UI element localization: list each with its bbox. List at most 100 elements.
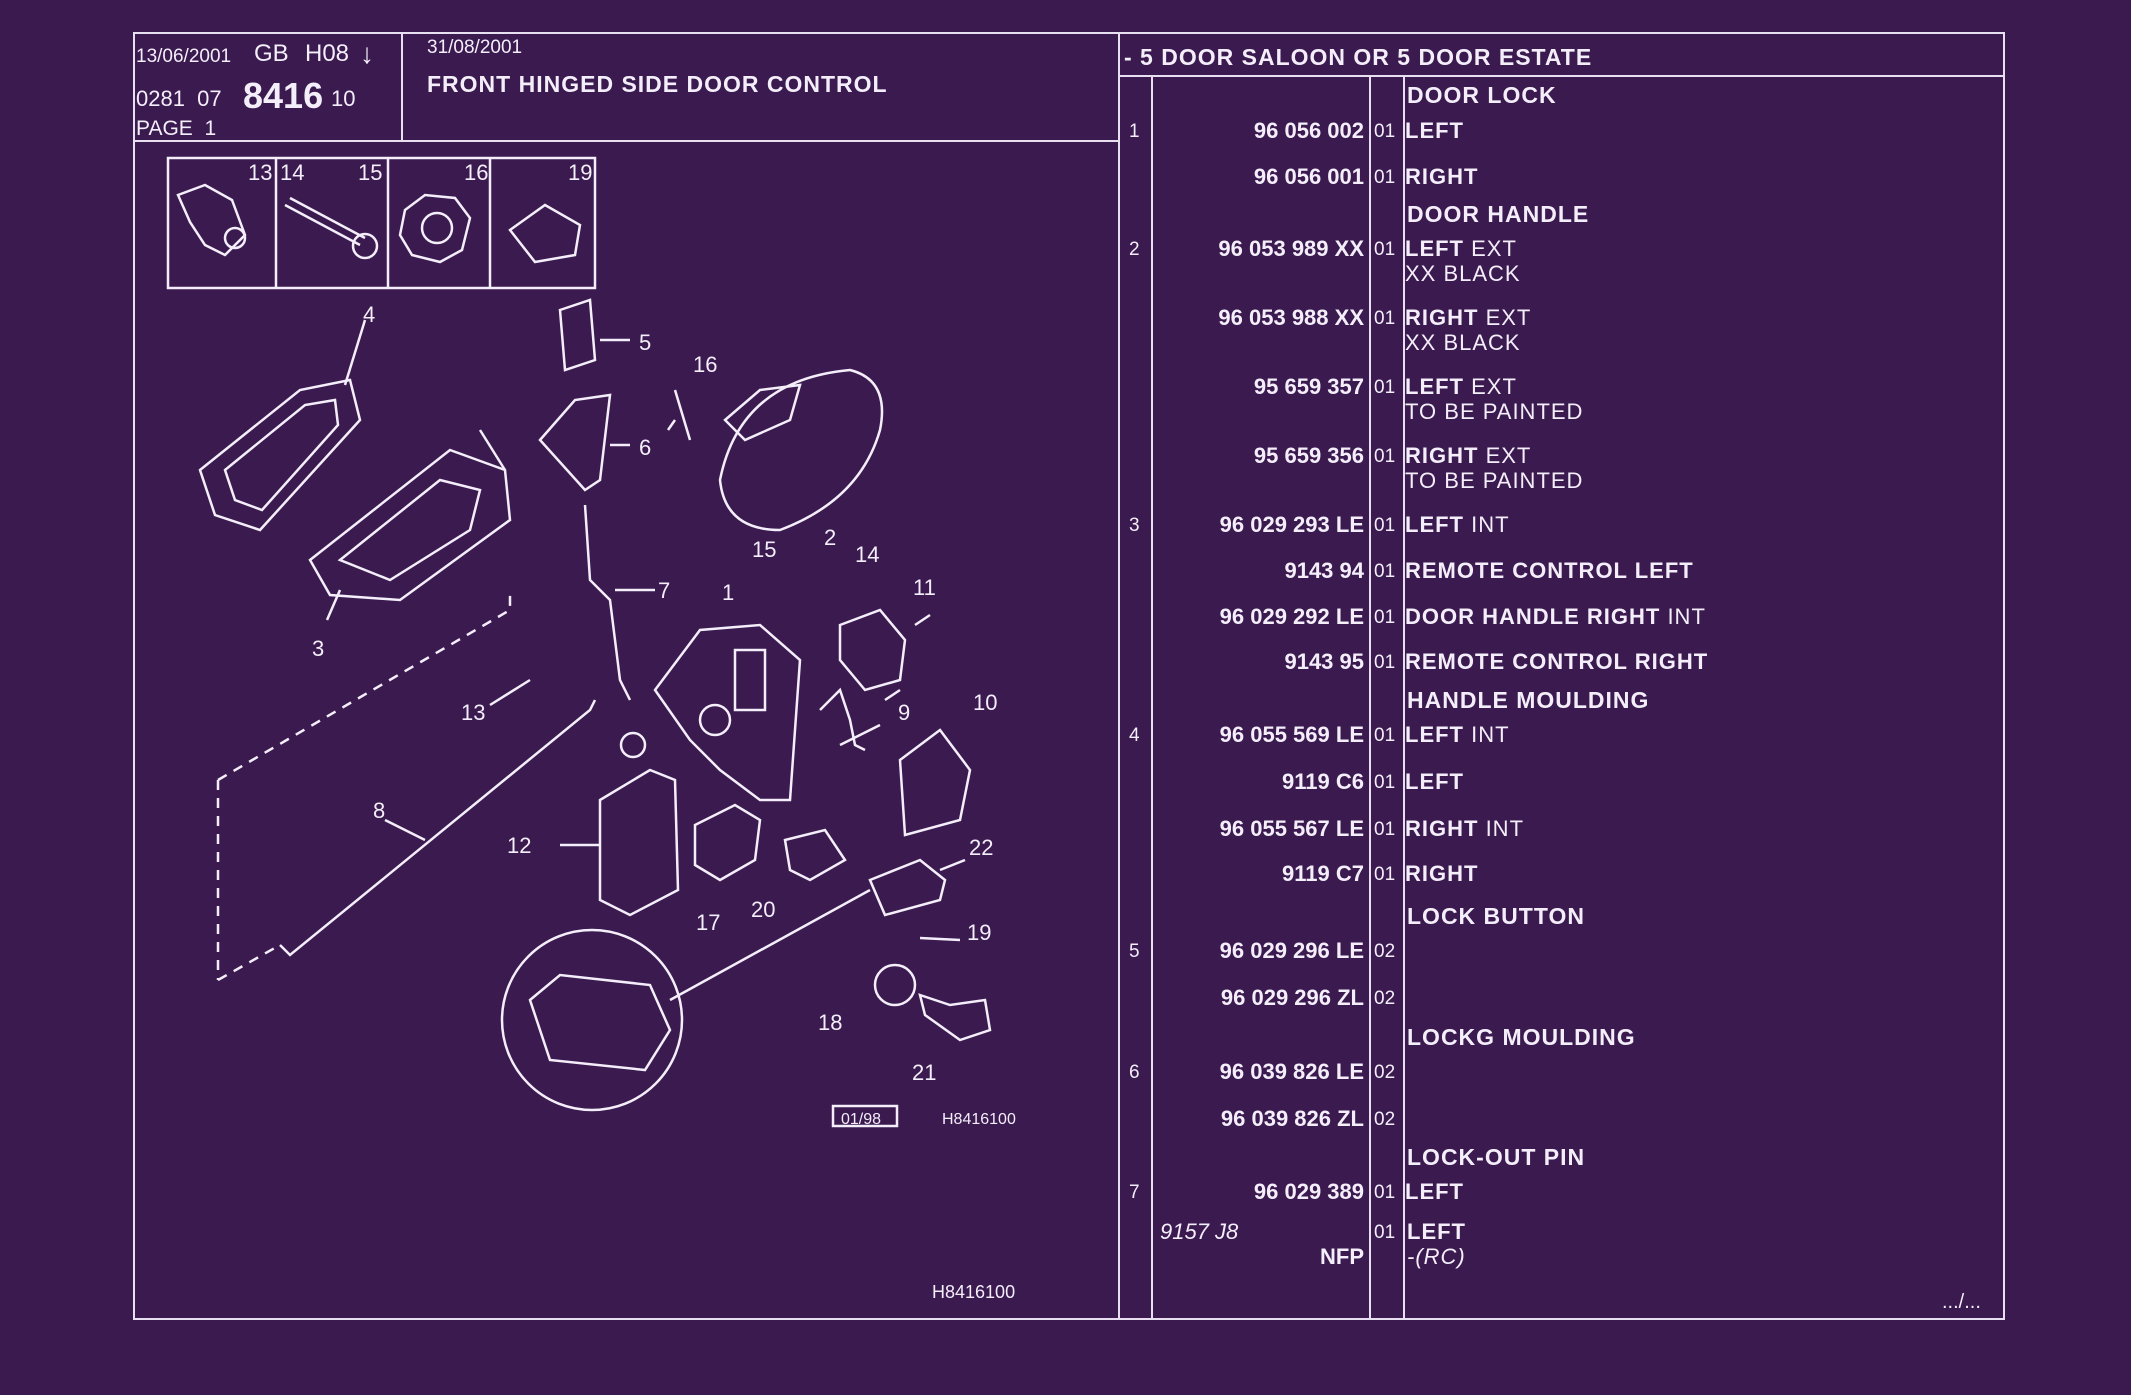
header-divider [401,32,403,142]
callout-3: 3 [312,636,324,661]
quantity: 01 [1374,561,1396,582]
part-number: 9119 C7 [1282,861,1364,886]
part-door-lock [653,623,802,802]
quantity: 01 [1374,772,1396,793]
exploded-diagram: 13 14 15 16 19 [166,156,1016,1300]
inset-label-15: 15 [358,160,382,185]
description-main: RIGHT [1405,443,1479,468]
part-number: 96 029 292 LE [1219,604,1364,629]
inset-label-13: 13 [248,160,272,185]
description-main: RIGHT [1405,305,1479,330]
part-20 [783,828,847,882]
description: RIGHT [1405,166,1478,188]
description-note: TO BE PAINTED [1405,468,1584,493]
part-number: 96 029 389 [1253,1179,1364,1204]
part-number: 95 659 356 [1253,443,1364,468]
callout-6: 6 [639,435,651,460]
part-handle-moulding [198,378,362,532]
description: DOOR HANDLE RIGHT INT [1405,606,1706,628]
quantity: 01 [1374,652,1396,673]
description-note: TO BE PAINTED [1405,399,1584,424]
catalogue-sheet [133,32,2005,1320]
part-number: 96 029 293 LE [1219,512,1364,537]
part-outer-handle [718,368,884,532]
section-heading: LOCK-OUT PIN [1407,1144,1586,1170]
part-key [918,993,992,1042]
description-main: LEFT [1407,1219,1466,1244]
item-index: 6 [1129,1062,1140,1083]
callout-21: 21 [912,1060,936,1085]
description-main: LEFT [1405,512,1464,537]
description-main: RIGHT [1405,816,1479,841]
callout-12: 12 [507,833,531,858]
description-main: LEFT [1405,769,1464,794]
issue-date: 31/08/2001 [427,37,523,58]
description-suffix: EXT [1464,374,1517,399]
description-main: RIGHT [1405,164,1479,189]
part-number: 96 055 569 LE [1219,722,1364,747]
stamp-text: 01/98 [841,1111,881,1128]
part-number: 96 029 296 ZL [1220,985,1364,1010]
description: REMOTE CONTROL LEFT [1405,560,1694,582]
callout-15: 15 [752,537,776,562]
description-note: -(RC) [1407,1244,1466,1269]
part-number: 96 053 989 XX [1218,236,1364,261]
page-number: PAGE 1 [136,117,217,140]
description: LEFT EXT [1405,376,1517,398]
description: RIGHT EXT [1405,307,1531,329]
description-suffix: INT [1464,722,1510,747]
description: LEFT [1405,120,1464,142]
quantity: 02 [1374,941,1396,962]
description-note: XX BLACK [1405,330,1521,355]
item-index: 5 [1129,941,1140,962]
callout-22: 22 [969,835,993,860]
quantity: 01 [1374,1182,1396,1203]
part-number: 9119 C6 [1282,769,1364,794]
part-lock-barrel [873,963,917,1007]
ref-prefix: 0281 07 [136,86,222,111]
description-main: DOOR HANDLE RIGHT [1405,604,1661,629]
callout-1: 1 [722,580,734,605]
part-lock-button [558,298,597,372]
description: LEFT [1405,771,1464,793]
part-number: 96 056 001 [1253,164,1364,189]
callout-8: 8 [373,798,385,823]
description-main: REMOTE CONTROL LEFT [1405,558,1694,583]
description-main: REMOTE CONTROL RIGHT [1405,649,1709,674]
continued-marker: .../... [1942,1291,1981,1313]
quantity: 02 [1374,1062,1396,1083]
part-actuator [598,731,680,917]
description-suffix: EXT [1464,236,1517,261]
item-index: 7 [1129,1182,1140,1203]
callout-7: 7 [658,578,670,603]
quantity: 01 [1374,377,1396,398]
description-main: LEFT [1405,118,1464,143]
description-main: LEFT [1405,236,1464,261]
language-code: GB [254,40,289,67]
description: LEFT INT [1405,514,1510,536]
description-main: LEFT [1405,374,1464,399]
section-heading: LOCK BUTTON [1407,903,1585,929]
description: LEFT [1405,1181,1464,1203]
drawing-ref: H8416100 [942,1111,1016,1128]
callout-4: 4 [363,302,375,327]
part-inner-handle [308,429,512,602]
quantity: 01 [1374,239,1396,260]
list-header-rule [1118,75,2003,77]
part-rod-9 [819,687,866,752]
column-divider-qty-left [1369,77,1371,1320]
description: RIGHT INT [1405,818,1524,840]
page-title: FRONT HINGED SIDE DOOR CONTROL [427,71,888,97]
quantity: 01 [1374,167,1396,188]
description-suffix: INT [1660,604,1706,629]
part-number: 96 039 826 ZL [1220,1106,1364,1131]
quantity: 01 [1374,446,1396,467]
part-number: 96 056 002 [1253,118,1364,143]
callout-19: 19 [967,920,991,945]
inset-label-19: 19 [568,160,592,185]
description: REMOTE CONTROL RIGHT [1405,651,1708,673]
stamp-box [831,1104,899,1128]
column-divider-index [1151,77,1153,1320]
model-code: H08 [305,40,350,67]
alt-reference: 9157 J8 [1160,1219,1239,1244]
